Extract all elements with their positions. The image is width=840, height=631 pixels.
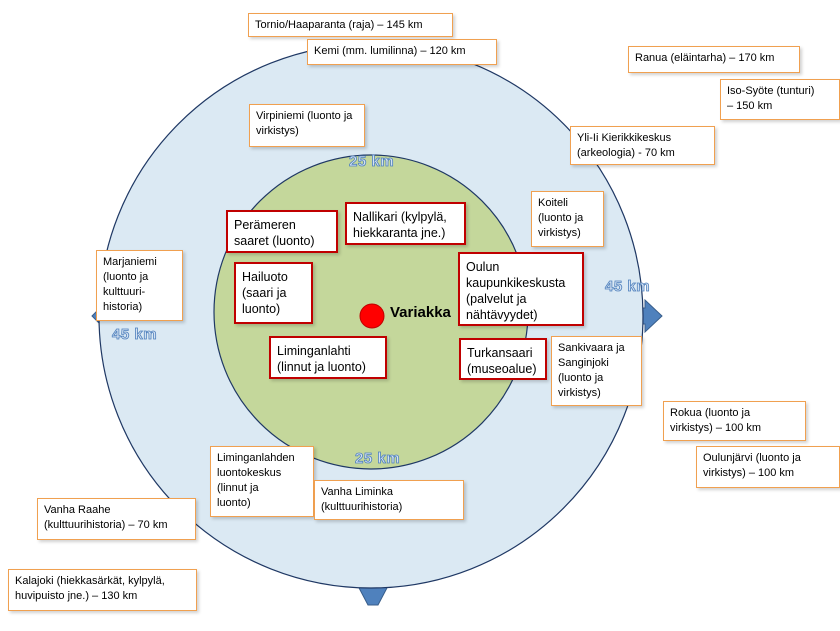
center-dot bbox=[359, 303, 385, 329]
place-turkansaari: Turkansaari (museoalue) bbox=[459, 338, 547, 380]
place-vanha-liminka: Vanha Liminka (kulttuurihistoria) bbox=[314, 480, 464, 520]
place-nallikari: Nallikari (kylpylä, hiekkaranta jne.) bbox=[345, 202, 466, 245]
place-yli-ii: Yli-Ii Kierikkikeskus (arkeologia) - 70 … bbox=[570, 126, 715, 165]
place-koiteli: Koiteli (luonto ja virkistys) bbox=[531, 191, 604, 247]
outer-ring-km-left: 45 km bbox=[112, 326, 158, 344]
place-liminganlahden-luontokeskus: Liminganlahden luontokeskus (linnut ja l… bbox=[210, 446, 314, 517]
place-ranua: Ranua (eläintarha) – 170 km bbox=[628, 46, 800, 73]
inner-ring-km-bottom: 25 km bbox=[355, 450, 401, 468]
place-virpiniemi: Virpiniemi (luonto ja virkistys) bbox=[249, 104, 365, 147]
place-marjaniemi: Marjaniemi (luonto ja kulttuuri- histori… bbox=[96, 250, 183, 321]
inner-ring-km-top: 25 km bbox=[349, 153, 395, 171]
place-hailuoto: Hailuoto (saari ja luonto) bbox=[234, 262, 313, 324]
place-peramerensaaret: Perämeren saaret (luonto) bbox=[226, 210, 338, 253]
place-liminganlahti: Liminganlahti (linnut ja luonto) bbox=[269, 336, 387, 379]
place-oulunjarvi: Oulunjärvi (luonto ja virkistys) – 100 k… bbox=[696, 446, 840, 488]
place-kemi: Kemi (mm. lumilinna) – 120 km bbox=[307, 39, 497, 65]
place-sankivaara: Sankivaara ja Sanginjoki (luonto ja virk… bbox=[551, 336, 642, 406]
place-iso-syote: Iso-Syöte (tunturi) – 150 km bbox=[720, 79, 840, 120]
place-oulun-keskusta: Oulun kaupunkikeskusta (palvelut ja näht… bbox=[458, 252, 584, 326]
place-vanha-raahe: Vanha Raahe (kulttuurihistoria) – 70 km bbox=[37, 498, 196, 540]
center-label: Variakka bbox=[390, 304, 451, 321]
place-tornio: Tornio/Haaparanta (raja) – 145 km bbox=[248, 13, 453, 37]
outer-ring-km-right: 45 km bbox=[605, 278, 651, 296]
place-kalajoki: Kalajoki (hiekkasärkät, kylpylä, huvipui… bbox=[8, 569, 197, 611]
place-rokua: Rokua (luonto ja virkistys) – 100 km bbox=[663, 401, 806, 441]
